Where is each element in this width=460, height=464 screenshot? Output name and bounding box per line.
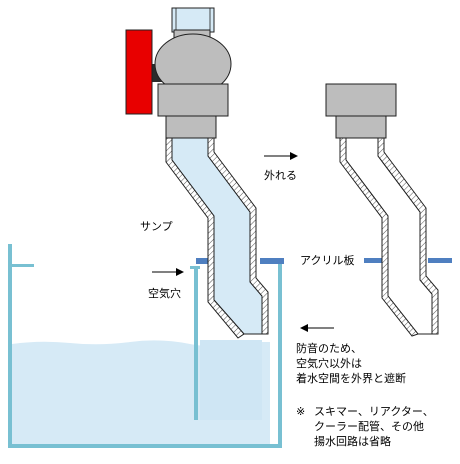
baffle-top: [190, 266, 200, 269]
detach-label: 外れる: [264, 169, 297, 182]
seal-note-arrow: [300, 324, 334, 332]
detach-arrow: [264, 152, 298, 160]
valve-union: [157, 83, 229, 117]
top-tube: [171, 7, 215, 33]
omitted-note: スキマー、リアクター、 クーラー配管、その他 揚水回路は省略: [314, 405, 434, 448]
detached-union: [325, 83, 397, 117]
acrylic-plate-label: アクリル板: [300, 254, 355, 267]
tank-left-ledge: [12, 264, 34, 267]
drain-pipe-right: [325, 83, 439, 337]
baffle-wall: [194, 268, 198, 420]
air-hole-label: 空気穴: [148, 287, 181, 300]
air-hole-arrow: [152, 268, 184, 276]
sump-label: サンプ: [140, 220, 173, 233]
drain-pipe-left: [125, 7, 269, 339]
acrylic-plate-right: [364, 258, 452, 263]
omitted-note-mark: ※: [296, 405, 306, 418]
seal-note: 防音のため、 空気穴以外は 着水空間を外界と遮断: [296, 342, 406, 385]
tank-left-wall: [8, 244, 12, 448]
tank-right-wall: [278, 258, 282, 448]
valve-handle: [125, 29, 153, 115]
inner-chamber-water: [200, 340, 262, 420]
valve-socket: [165, 115, 217, 139]
detached-socket: [335, 115, 387, 139]
sump-tank: [8, 244, 282, 448]
tank-bottom: [8, 444, 282, 448]
